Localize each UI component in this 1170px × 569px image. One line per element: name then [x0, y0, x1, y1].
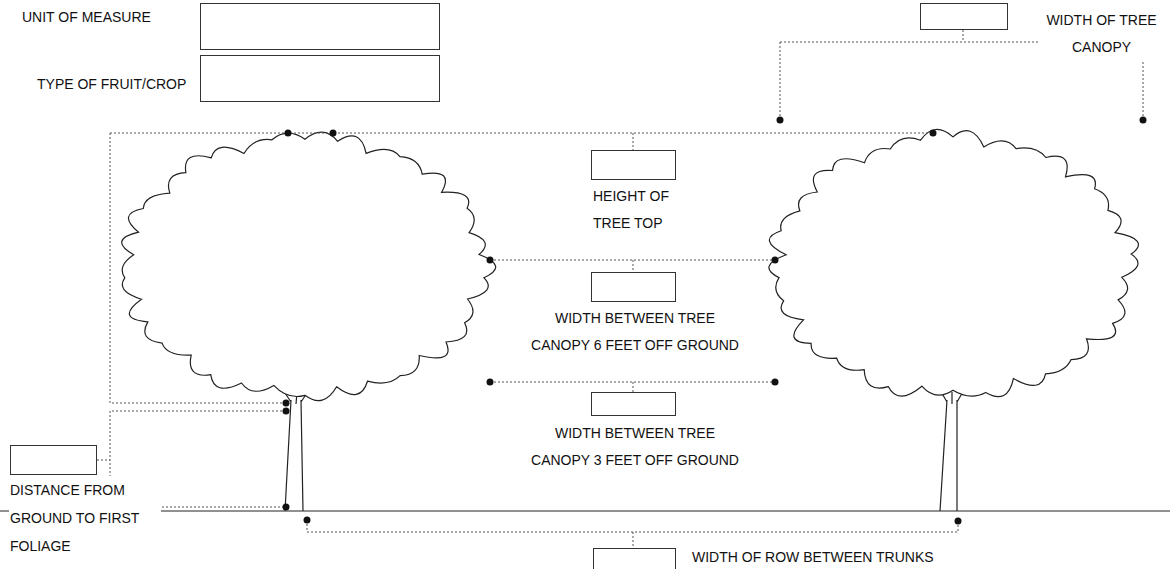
- tree-trunk: [283, 390, 309, 511]
- field-label: TYPE OF FRUIT/CROP: [36, 71, 187, 98]
- dimension-line: [633, 133, 634, 150]
- input-box: WIDTH BETWEEN TREE CANOPY 6 FEET OFF GRO…: [591, 272, 676, 302]
- input-box: HEIGHT OF TREE TOP: [591, 150, 676, 180]
- measure-point: [283, 117, 1147, 525]
- measure-point: [955, 518, 962, 525]
- dimension-line: [110, 133, 286, 403]
- dimension-line: [97, 30, 1143, 548]
- measure-point: [772, 379, 779, 386]
- input-box: WIDTH OF TREE CANOPY: [920, 3, 1008, 30]
- input-box: WIDTH OF ROW BETWEEN TRUNKS: [593, 548, 676, 569]
- measure-point: [1140, 117, 1147, 124]
- field-label: WIDTH OF ROW BETWEEN TRUNKS: [691, 544, 935, 569]
- dimension-line: [490, 260, 775, 272]
- measure-point: [304, 517, 311, 524]
- measure-point: [777, 117, 784, 124]
- ground-line: [0, 511, 1170, 512]
- field-label: WIDTH OF TREE CANOPY: [1038, 7, 1165, 61]
- field-label: DISTANCE FROM GROUND TO FIRST FOLIAGE: [9, 476, 161, 560]
- tree-trunk: [283, 390, 964, 511]
- measure-point: [772, 257, 779, 264]
- measure-point: [283, 504, 290, 511]
- input-box: WIDTH BETWEEN TREE CANOPY 3 FEET OFF GRO…: [591, 392, 676, 416]
- field-label: WIDTH BETWEEN TREE CANOPY 3 FEET OFF GRO…: [526, 420, 744, 474]
- dimension-line: [490, 382, 775, 392]
- dimension-line: [110, 133, 933, 134]
- input-box: DISTANCE FROM GROUND TO FIRST FOLIAGE: [10, 445, 97, 475]
- input-box: UNIT OF MEASURE: [200, 3, 440, 50]
- input-box: TYPE OF FRUIT/CROP: [200, 55, 440, 102]
- measure-point: [285, 130, 292, 137]
- field-label: HEIGHT OF TREE TOP: [592, 183, 689, 237]
- field-label: WIDTH BETWEEN TREE CANOPY 6 FEET OFF GRO…: [526, 305, 744, 359]
- measure-point: [283, 400, 290, 407]
- measure-point: [283, 408, 290, 415]
- tree-canopy: [122, 129, 1139, 400]
- tree-canopy: [122, 132, 496, 400]
- measure-point: [487, 379, 494, 386]
- field-label: UNIT OF MEASURE: [21, 4, 152, 31]
- measure-point: [330, 130, 337, 137]
- measure-point: [487, 257, 494, 264]
- tree-trunk: [940, 390, 964, 511]
- tree-canopy: [769, 129, 1139, 396]
- measure-point: [930, 130, 937, 137]
